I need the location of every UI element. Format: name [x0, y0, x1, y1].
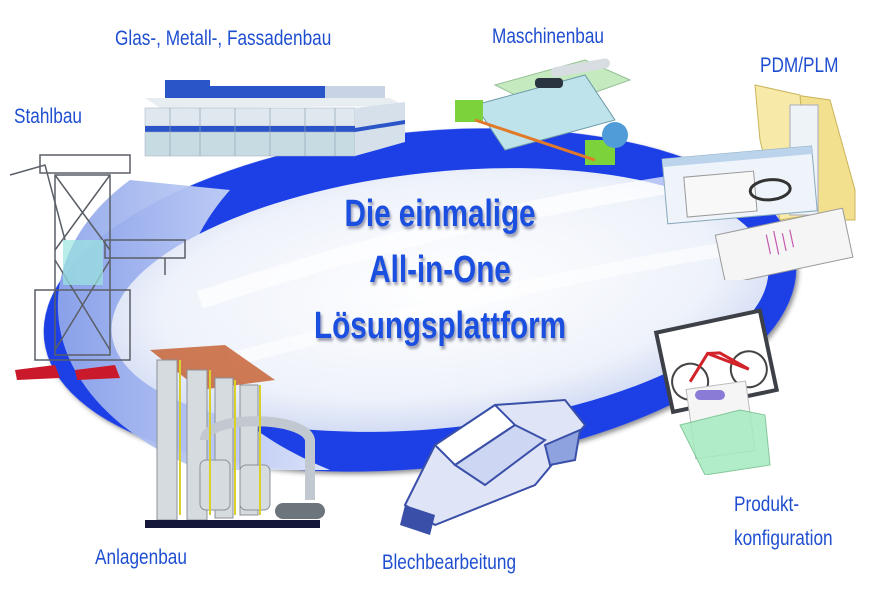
- office-building-icon: [144, 80, 405, 157]
- label-maschinenbau: Maschinenbau: [492, 25, 605, 48]
- label-anlagenbau: Anlagenbau: [95, 546, 187, 569]
- label-produktkonfiguration-line-2: konfiguration: [734, 527, 833, 550]
- label-glas-metall-fassadenbau: Glas-, Metall-, Fassadenbau: [115, 27, 332, 50]
- headline-line-3: Lösungsplattform: [314, 305, 566, 347]
- label-stahlbau: Stahlbau: [14, 105, 82, 128]
- steel-structure-icon: [9, 154, 186, 380]
- car-body-icon: [400, 398, 587, 535]
- plant-tanks-icon: [145, 345, 325, 528]
- headline: Die einmalige All-in-One Lösungsplattfor…: [0, 186, 880, 354]
- folder-documents-icon: [661, 84, 856, 280]
- label-produktkonfiguration-line-1: Produkt-: [734, 493, 800, 516]
- label-blechbearbeitung: Blechbearbeitung: [382, 551, 517, 574]
- headline-line-1: Die einmalige: [344, 193, 536, 235]
- headline-line-2: All-in-One: [369, 249, 511, 291]
- machine-icon: [455, 58, 632, 165]
- bicycle-configurator-icon: [653, 308, 780, 475]
- label-pdm-plm: PDM/PLM: [760, 54, 839, 77]
